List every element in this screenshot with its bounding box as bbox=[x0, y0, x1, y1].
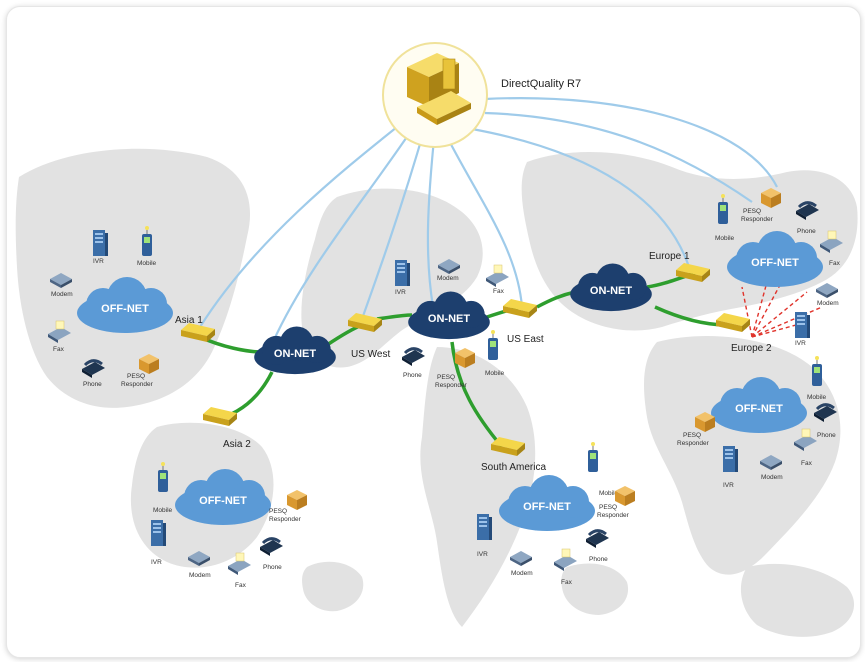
fax-icon bbox=[485, 264, 510, 288]
mobile-icon bbox=[487, 329, 499, 361]
fax-label: Fax bbox=[53, 346, 65, 353]
router-south-america[interactable]: South America bbox=[481, 437, 546, 473]
server-workstation-icon bbox=[407, 53, 471, 125]
server-label: DirectQuality R7 bbox=[501, 78, 581, 90]
phone-label: Phone bbox=[83, 381, 102, 388]
modem-icon bbox=[510, 551, 532, 566]
test-call-lines bbox=[741, 271, 823, 338]
modem-label: Modem bbox=[761, 474, 783, 481]
diagram-frame: DirectQuality R7 ON-NET ON-NET ON-NET OF… bbox=[6, 6, 861, 658]
pesq-label: PESQ bbox=[127, 373, 145, 380]
fax-label: Fax bbox=[561, 579, 573, 586]
on-net-cloud-label: ON-NET bbox=[590, 285, 632, 297]
router-label: Europe 2 bbox=[731, 343, 772, 354]
responder-label: Responder bbox=[121, 381, 154, 388]
responder-label: Responder bbox=[597, 512, 630, 519]
south-america-devices: Mobile PESQ Responder IVR Modem Fax Phon… bbox=[477, 441, 635, 586]
ivr-icon bbox=[93, 230, 108, 256]
ivr-icon bbox=[795, 312, 810, 338]
modem-label: Modem bbox=[511, 570, 533, 577]
ivr-label: IVR bbox=[93, 258, 104, 265]
phone-label: Phone bbox=[403, 372, 422, 379]
router-label: US West bbox=[351, 349, 390, 360]
modem-label: Modem bbox=[817, 300, 839, 307]
router-label: US East bbox=[507, 334, 544, 345]
router-asia-2[interactable]: Asia 2 bbox=[203, 407, 251, 450]
router-europe-1[interactable]: Europe 1 bbox=[649, 251, 710, 282]
europe-devices: Mobile PESQ Responder Phone Fax Modem IV… bbox=[715, 188, 844, 347]
fax-label: Fax bbox=[829, 260, 841, 267]
phone-label: Phone bbox=[817, 432, 836, 439]
router-label: Europe 1 bbox=[649, 251, 690, 262]
ivr-label: IVR bbox=[395, 289, 406, 296]
phone-label: Phone bbox=[797, 228, 816, 235]
ivr-label: IVR bbox=[795, 340, 806, 347]
ivr-icon bbox=[723, 446, 738, 472]
network-diagram: DirectQuality R7 ON-NET ON-NET ON-NET OF… bbox=[15, 42, 858, 637]
fax-label: Fax bbox=[493, 288, 505, 295]
off-net-cloud-label: OFF-NET bbox=[523, 501, 571, 513]
off-net-cloud-label: OFF-NET bbox=[735, 403, 783, 415]
mobile-label: Mobile bbox=[715, 235, 735, 242]
responder-label: Responder bbox=[435, 382, 468, 389]
world-map bbox=[15, 148, 858, 637]
modem-icon bbox=[816, 283, 838, 298]
router-label: South America bbox=[481, 462, 546, 473]
ivr-icon bbox=[151, 520, 166, 546]
router-asia-1[interactable]: Asia 1 bbox=[175, 315, 215, 342]
ivr-label: IVR bbox=[723, 482, 734, 489]
phone-label: Phone bbox=[263, 564, 282, 571]
responder-label: Responder bbox=[677, 440, 710, 447]
mobile-label: Mobile bbox=[485, 370, 505, 377]
responder-label: Responder bbox=[741, 216, 774, 223]
router-europe-2[interactable]: Europe 2 bbox=[716, 313, 772, 354]
mobile-label: Mobile bbox=[807, 394, 827, 401]
phone-icon bbox=[258, 537, 285, 558]
router-us-east[interactable]: US East bbox=[503, 299, 544, 345]
phone-label: Phone bbox=[589, 556, 608, 563]
mobile-label: Mobile bbox=[599, 490, 619, 497]
on-net-cloud-label: ON-NET bbox=[274, 348, 316, 360]
modem-label: Modem bbox=[51, 291, 73, 298]
on-net-cloud-label: ON-NET bbox=[428, 313, 470, 325]
router-icon bbox=[503, 299, 537, 318]
ivr-icon bbox=[477, 514, 492, 540]
mobile-icon bbox=[811, 355, 823, 387]
off-net-cloud-label: OFF-NET bbox=[751, 257, 799, 269]
mobile-label: Mobile bbox=[153, 507, 173, 514]
africa-devices: Mobile Phone Fax Modem IVR PESQ Responde… bbox=[677, 355, 839, 489]
router-us-west[interactable]: US West bbox=[348, 313, 390, 360]
modem-label: Modem bbox=[189, 572, 211, 579]
pesq-label: PESQ bbox=[437, 374, 455, 381]
router-icon bbox=[716, 313, 750, 332]
off-net-cloud-label: OFF-NET bbox=[199, 495, 247, 507]
north-america-devices: IVR Modem Fax Phone PESQ Responder Mobil… bbox=[395, 259, 510, 389]
phone-icon bbox=[400, 347, 427, 368]
mobile-icon bbox=[587, 441, 599, 473]
router-label: Asia 1 bbox=[175, 315, 203, 326]
australia-devices: Mobile IVR Modem Fax Phone PESQ Responde… bbox=[151, 461, 307, 589]
mobile-label: Mobile bbox=[137, 260, 157, 267]
ivr-icon bbox=[395, 260, 410, 286]
pesq-responder-icon bbox=[615, 486, 635, 506]
ivr-label: IVR bbox=[151, 559, 162, 566]
asia-devices: IVR Mobile Modem Fax Phone PESQ Responde… bbox=[47, 225, 159, 388]
router-label: Asia 2 bbox=[223, 439, 251, 450]
server-links bbox=[199, 97, 778, 343]
fax-label: Fax bbox=[801, 460, 813, 467]
fax-label: Fax bbox=[235, 582, 247, 589]
responder-label: Responder bbox=[269, 516, 302, 523]
directquality-server[interactable]: DirectQuality R7 bbox=[382, 42, 581, 148]
router-icon bbox=[203, 407, 237, 426]
pesq-label: PESQ bbox=[599, 504, 617, 511]
ivr-label: IVR bbox=[477, 551, 488, 558]
modem-label: Modem bbox=[437, 275, 459, 282]
pesq-label: PESQ bbox=[269, 508, 287, 515]
off-net-cloud-label: OFF-NET bbox=[101, 303, 149, 315]
pesq-label: PESQ bbox=[743, 208, 761, 215]
pesq-label: PESQ bbox=[683, 432, 701, 439]
phone-icon bbox=[584, 529, 611, 550]
pesq-responder-icon bbox=[287, 490, 307, 510]
